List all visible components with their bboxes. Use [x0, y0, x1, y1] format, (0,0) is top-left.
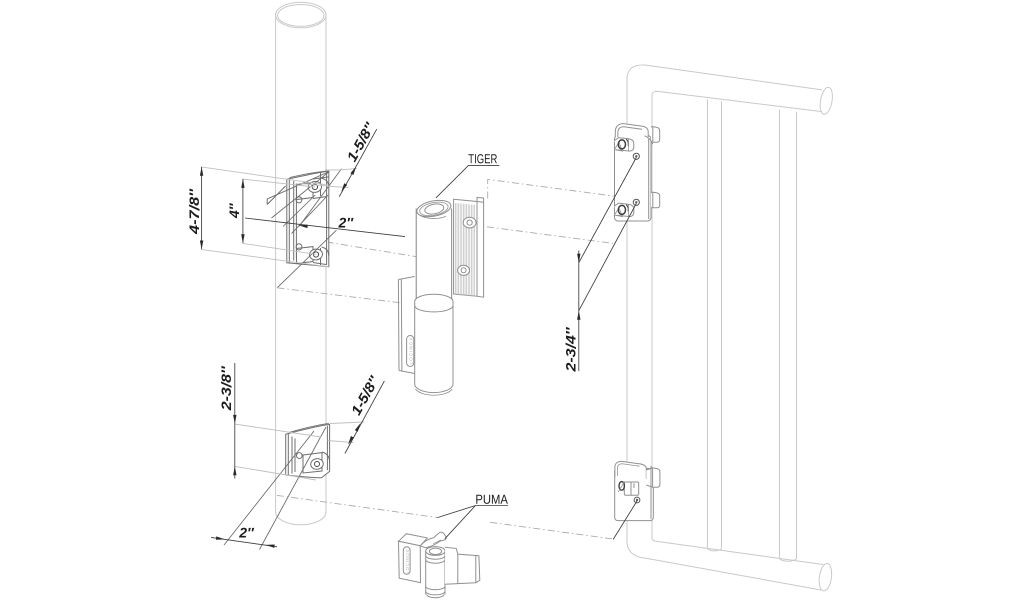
svg-text:LOCINOX: LOCINOX: [405, 549, 410, 573]
svg-text:LOCINOX: LOCINOX: [408, 338, 413, 365]
svg-text:2″: 2″: [338, 214, 355, 230]
svg-text:PUMA: PUMA: [475, 492, 508, 507]
svg-text:4-7/8″: 4-7/8″: [186, 188, 202, 236]
svg-text:2-3/4″: 2-3/4″: [563, 326, 579, 373]
svg-text:TIGER: TIGER: [468, 151, 497, 166]
svg-text:2″: 2″: [238, 524, 255, 540]
svg-text:2-3/8″: 2-3/8″: [218, 365, 234, 412]
svg-text:1-5/8″: 1-5/8″: [343, 119, 378, 165]
svg-text:1-5/8″: 1-5/8″: [348, 372, 383, 418]
svg-text:4″: 4″: [226, 202, 242, 219]
